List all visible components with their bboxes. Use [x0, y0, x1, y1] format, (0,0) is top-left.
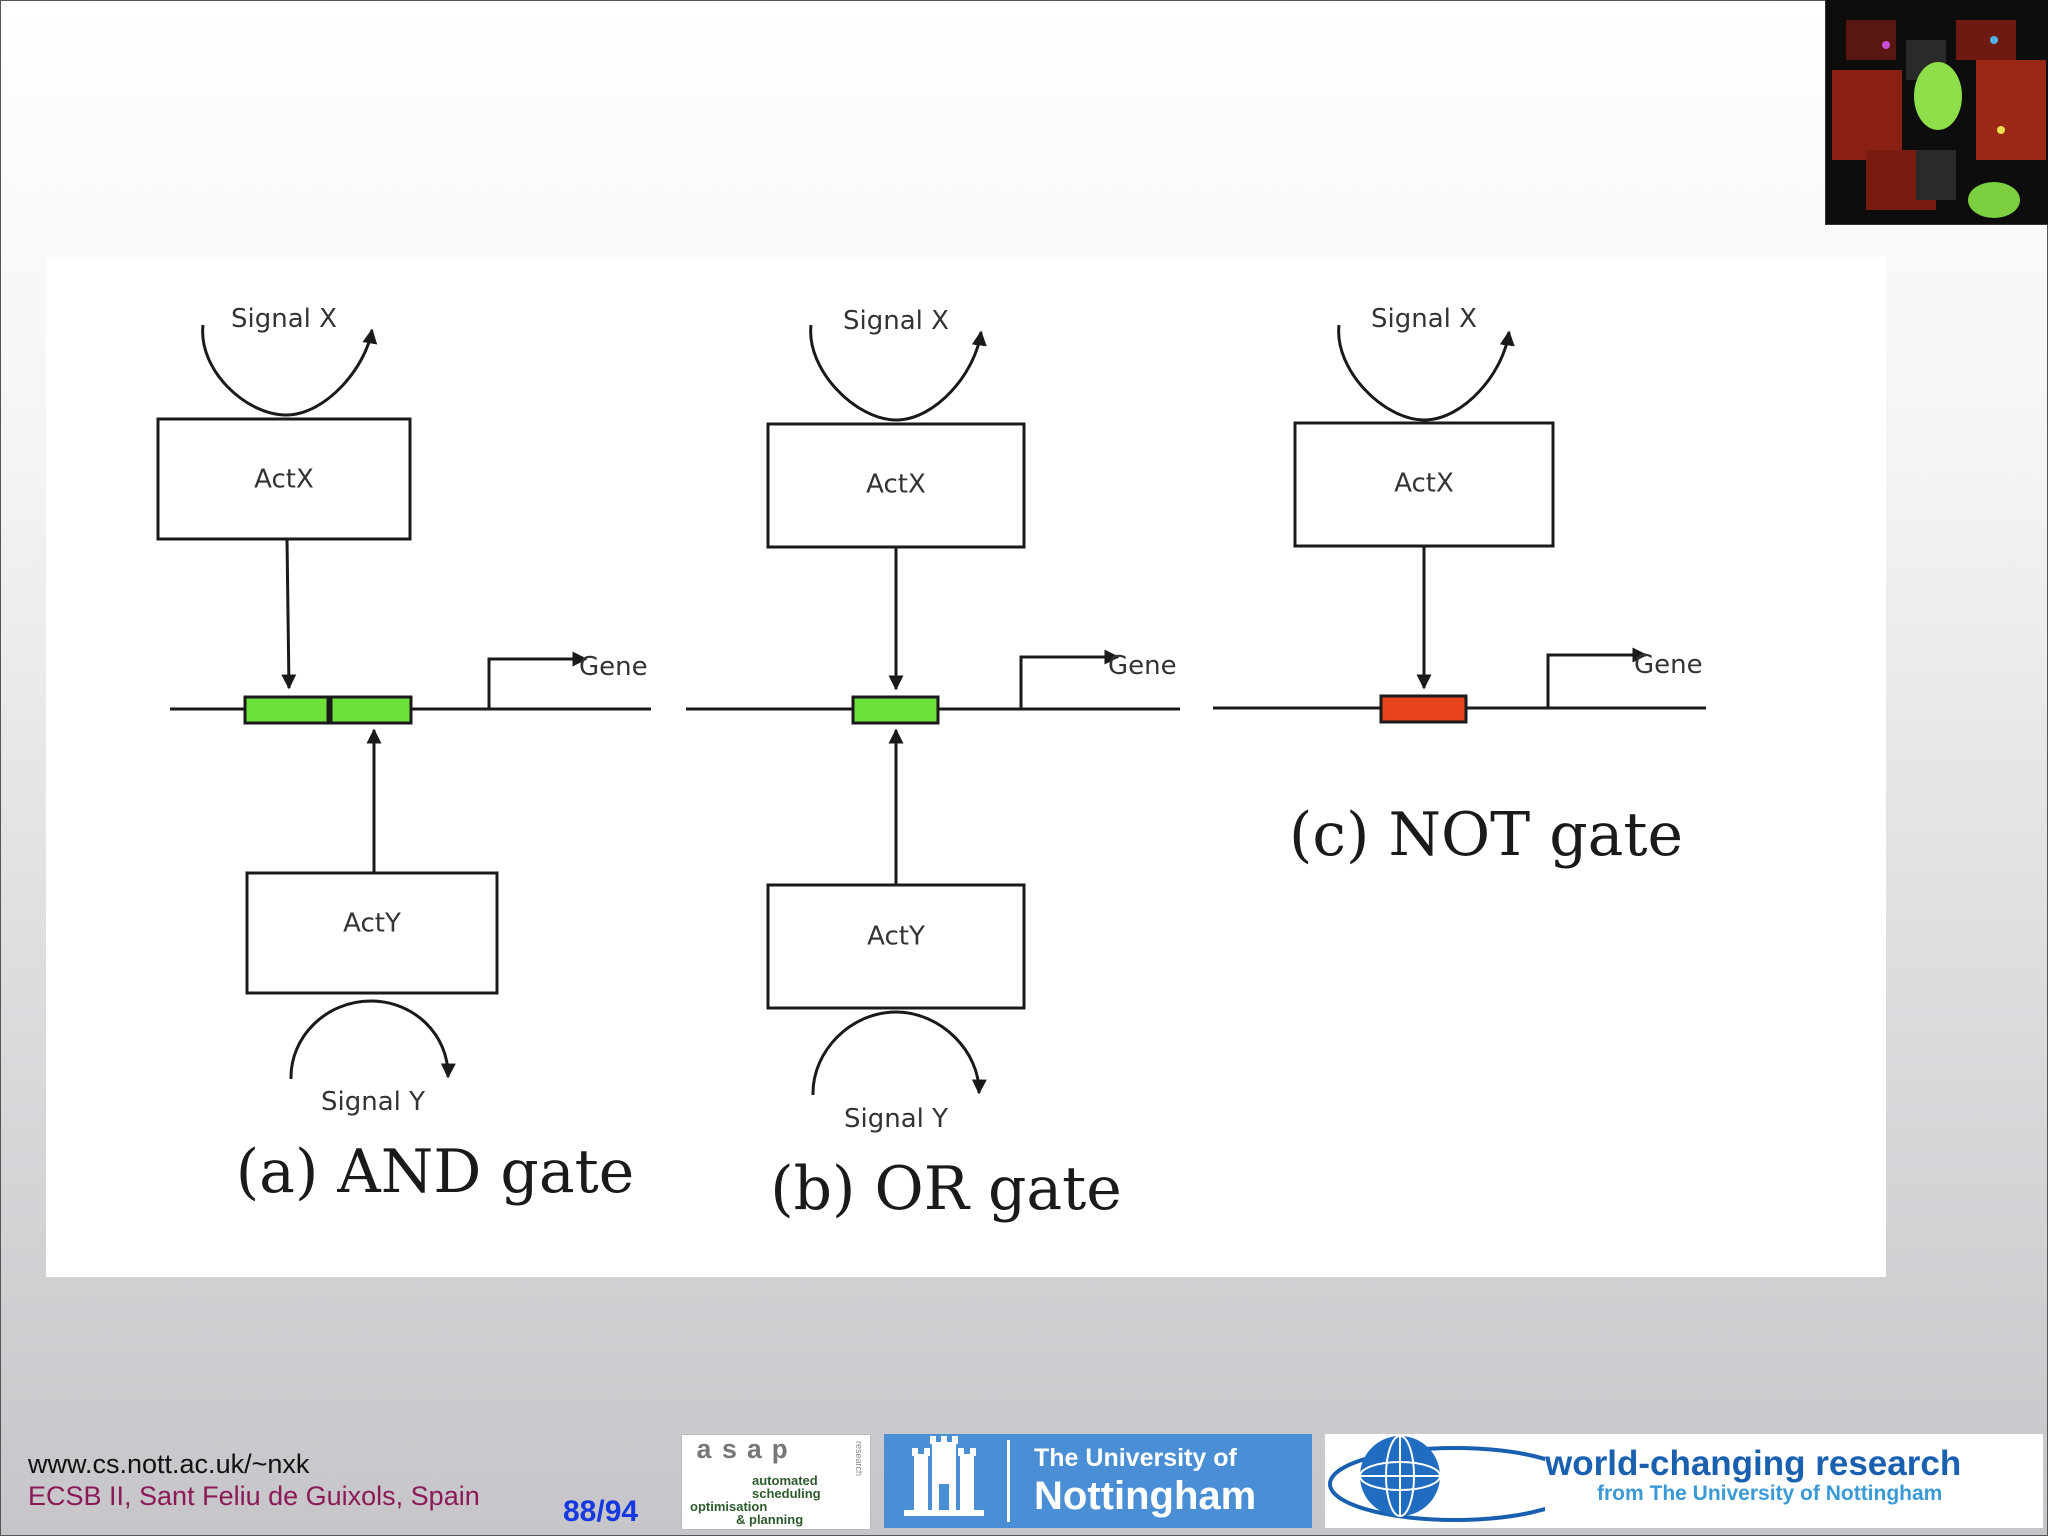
wcr-line-1: world-changing research: [1545, 1444, 1962, 1483]
actx-box: [156, 417, 412, 541]
gate-caption: (a) AND gate: [236, 1137, 634, 1207]
signal-y-label: Signal Y: [321, 1087, 425, 1117]
promoter-arrow: [487, 651, 588, 709]
gene-label: Gene: [579, 652, 648, 682]
signal-y-label: Signal Y: [844, 1104, 948, 1134]
acty-label: ActY: [867, 922, 925, 952]
signal-x-label: Signal X: [231, 304, 337, 334]
globe-icon: [1328, 1435, 1545, 1522]
acty-box: [766, 883, 1026, 1010]
university-line-2: Nottingham: [1034, 1474, 1257, 1518]
binding-site-y: [329, 695, 413, 725]
signal-x-label: Signal X: [843, 306, 949, 336]
university-logo: The University of Nottingham: [884, 1434, 1312, 1528]
actx-box: [766, 422, 1026, 549]
figure-panel: Signal X ActX Gene ActY Signal Y (a) AND…: [46, 257, 1886, 1277]
actx-label: ActX: [866, 470, 926, 500]
asap-title: asap: [696, 1437, 797, 1467]
university-line-1: The University of: [1034, 1444, 1237, 1472]
signal-y-loop-arrow: [289, 999, 456, 1080]
actx-box: [1293, 421, 1555, 548]
footer-url: www.cs.nott.ac.uk/~nxk: [28, 1449, 310, 1479]
acty-box: [245, 871, 499, 995]
promoter-arrow: [1019, 649, 1120, 709]
asap-line-1: automated: [752, 1473, 818, 1488]
wcr-line-2: from The University of Nottingham: [1597, 1482, 1943, 1505]
signal-x-loop-arrow: [201, 324, 378, 417]
castle-icon: [904, 1436, 1010, 1522]
gene-label: Gene: [1634, 650, 1703, 680]
actx-label: ActX: [1394, 469, 1454, 499]
signal-y-loop-arrow: [811, 1010, 987, 1096]
acty-label: ActY: [343, 909, 401, 939]
binding-site: [851, 695, 940, 725]
world-changing-research-logo: world-changing research from The Univers…: [1325, 1434, 2043, 1528]
actx-arrow: [281, 538, 297, 690]
or-gate-diagram: Signal X ActX Gene ActY Signal Y (b) OR …: [686, 306, 1180, 1224]
thumbnail-image: [1825, 0, 2048, 225]
gene-label: Gene: [1108, 651, 1177, 681]
asap-side-text: research: [854, 1441, 864, 1477]
promoter-arrow: [1546, 647, 1648, 708]
asap-logo: asap research automated scheduling optim…: [681, 1434, 871, 1530]
not-gate-diagram: Signal X ActX Gene (c) NOT gate: [1213, 304, 1706, 870]
actx-label: ActX: [254, 465, 314, 495]
page-number: 88/94: [563, 1495, 639, 1528]
asap-line-3: optimisation: [690, 1499, 768, 1514]
and-gate-diagram: Signal X ActX Gene ActY Signal Y (a) AND…: [156, 304, 651, 1207]
gate-caption: (c) NOT gate: [1289, 800, 1683, 870]
asap-line-2: scheduling: [752, 1486, 821, 1501]
repressor-site: [1379, 694, 1468, 724]
gate-caption: (b) OR gate: [770, 1154, 1122, 1224]
footer-conference: ECSB II, Sant Feliu de Guixols, Spain: [28, 1481, 480, 1511]
binding-site-x: [243, 695, 330, 725]
signal-x-loop-arrow: [809, 324, 987, 422]
signal-x-label: Signal X: [1371, 304, 1477, 334]
asap-line-4: & planning: [736, 1512, 804, 1527]
signal-x-loop-arrow: [1337, 324, 1515, 422]
